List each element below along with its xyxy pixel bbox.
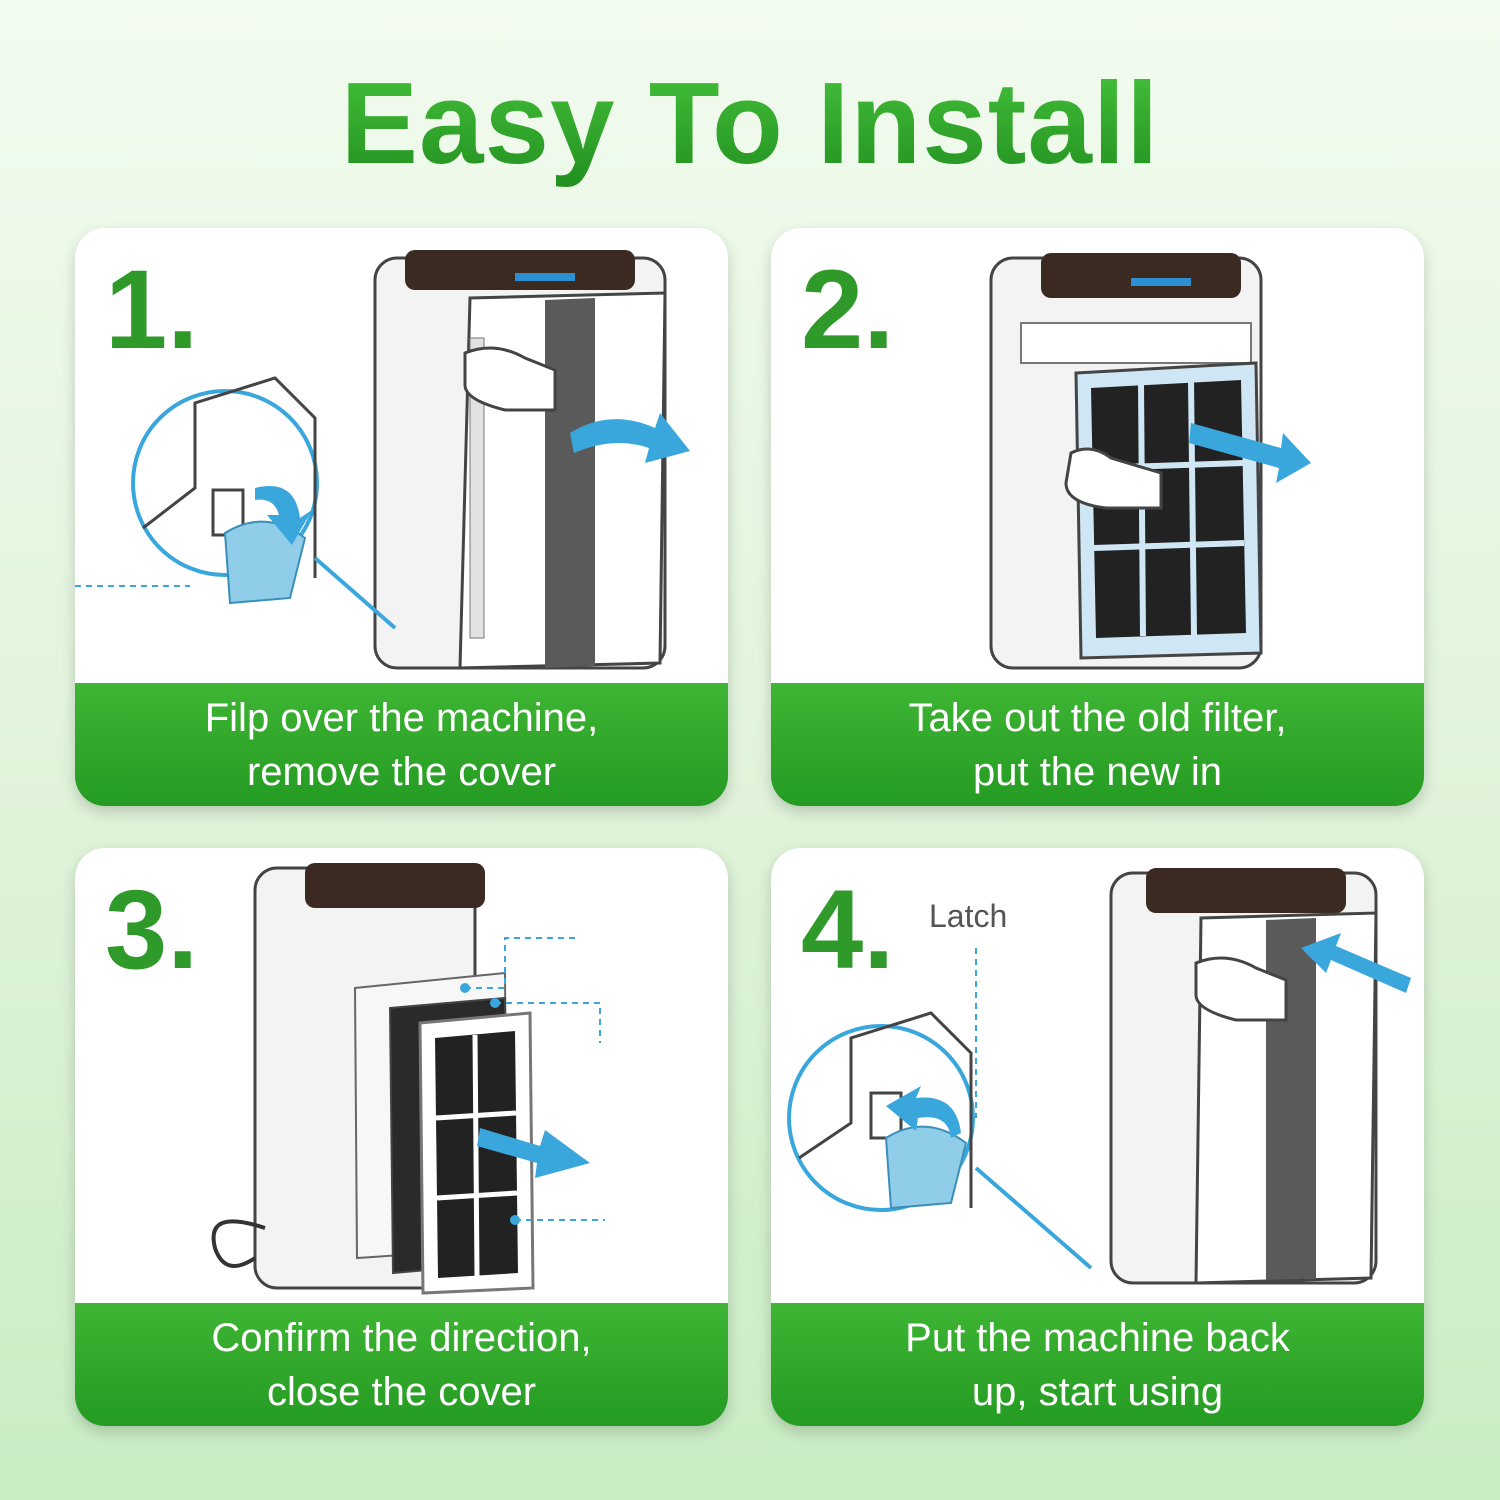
step-number: 2. [801, 247, 895, 372]
step-number: 3. [105, 867, 199, 992]
step-number: 1. [105, 247, 199, 372]
page-title: Easy To Install [0, 48, 1500, 198]
step-card-3: 3. Confirm the direction, close the cove… [75, 848, 728, 1426]
step-caption: Filp over the machine, remove the cover [75, 683, 728, 806]
caption-line-2: put the new in [972, 749, 1223, 794]
purifier-close-cover-illustration [787, 868, 1411, 1285]
step-card-2: 2. Take out the old filter, put the new … [771, 228, 1424, 806]
step-card-1: 1. Filp over the machine, remove the cov… [75, 228, 728, 806]
caption-line-2: up, start using [971, 1369, 1224, 1414]
latch-label: Latch [929, 898, 1008, 934]
caption-line-2: remove the cover [246, 749, 557, 794]
purifier-open-cover-illustration [75, 250, 690, 670]
step-number: 4. [801, 867, 895, 992]
caption-line-1: Take out the old filter, [908, 695, 1287, 740]
filter-insert-illustration [211, 863, 605, 1295]
caption-line-1: Filp over the machine, [204, 695, 599, 740]
step-caption: Put the machine back up, start using [771, 1303, 1424, 1426]
step-caption: Confirm the direction, close the cover [75, 1303, 728, 1426]
caption-line-1: Put the machine back [905, 1315, 1290, 1360]
step-caption: Take out the old filter, put the new in [771, 683, 1424, 806]
filter-removal-illustration [989, 253, 1311, 670]
caption-line-2: close the cover [266, 1369, 537, 1414]
caption-line-1: Confirm the direction, [211, 1315, 592, 1360]
step-card-4: 4. Latch Put the machine back up, start … [771, 848, 1424, 1426]
